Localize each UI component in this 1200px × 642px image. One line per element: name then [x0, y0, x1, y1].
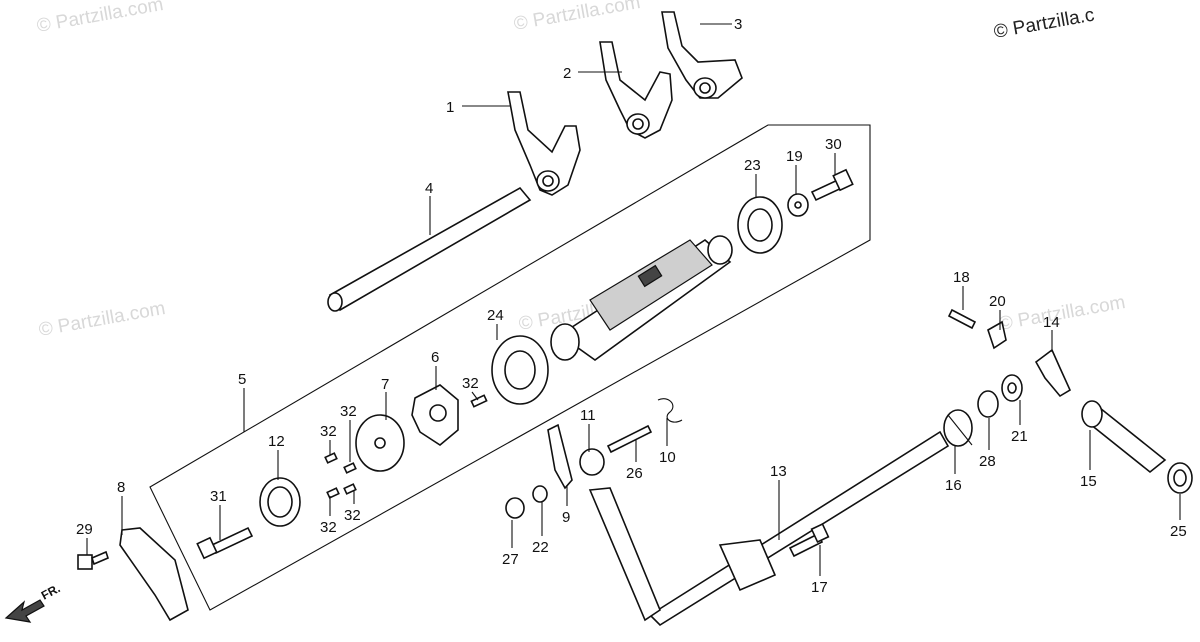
callout-3: 3 — [734, 16, 742, 33]
watermark-text: © Partzilla.com — [512, 0, 642, 35]
copyright-text: © Partzilla.c — [992, 5, 1096, 43]
callout-32: 32 — [344, 507, 361, 524]
bolt-18 — [947, 308, 977, 330]
callout-13: 13 — [770, 463, 787, 480]
callout-10: 10 — [659, 449, 676, 466]
shift-fork-2 — [599, 41, 673, 139]
front-direction-arrow: FR. — [4, 581, 63, 623]
callout-15: 15 — [1080, 473, 1097, 490]
direction-label: FR. — [39, 581, 63, 602]
callout-26: 26 — [626, 465, 643, 482]
assembly-outline — [149, 124, 871, 611]
callout-25: 25 — [1170, 523, 1187, 540]
callout-28: 28 — [979, 453, 996, 470]
callout-30: 30 — [825, 136, 842, 153]
callout-6: 6 — [431, 349, 439, 366]
callout-17: 17 — [811, 579, 828, 596]
shift-fork-1 — [507, 91, 581, 196]
washer-28 — [977, 390, 999, 418]
cam-12 — [259, 477, 301, 527]
stopper-arm-9 — [547, 423, 573, 490]
callout-11: 11 — [580, 407, 596, 424]
callout-27: 27 — [502, 551, 519, 568]
callout-32: 32 — [340, 403, 357, 420]
callout-31: 31 — [210, 488, 227, 505]
fork-shaft — [327, 186, 532, 312]
collar-11 — [579, 448, 605, 476]
bolt-30 — [810, 168, 854, 202]
washer-19 — [787, 193, 809, 217]
callout-2: 2 — [563, 65, 571, 82]
watermark-text: © Partzilla.com — [37, 298, 167, 341]
callout-24: 24 — [487, 307, 504, 324]
nut-27 — [505, 497, 525, 519]
stopper-plate-8 — [119, 527, 189, 622]
shift-fork-3 — [661, 11, 743, 99]
callout-18: 18 — [953, 269, 970, 286]
bolt-29 — [77, 550, 109, 570]
callout-4: 4 — [425, 180, 433, 197]
callout-9: 9 — [562, 509, 570, 526]
plate-7 — [355, 414, 405, 472]
stud-26 — [606, 424, 653, 454]
bearing-24 — [491, 335, 549, 405]
callouts: 1 2 3 4 5 6 7 8 9 10 11 12 13 14 15 16 1… — [76, 16, 1187, 596]
bolt-17 — [788, 523, 830, 558]
callout-22: 22 — [532, 539, 549, 556]
watermark-text: © Partzilla.com — [35, 0, 165, 37]
shift-cam-6 — [411, 384, 459, 446]
washer-22 — [532, 485, 548, 503]
callout-12: 12 — [268, 433, 285, 450]
callout-5: 5 — [238, 371, 246, 388]
spring-10 — [657, 398, 683, 423]
lever-14 — [1034, 348, 1072, 398]
seal-25 — [1167, 462, 1193, 494]
callout-19: 19 — [786, 148, 803, 165]
watermark-text: © Partzilla.com — [997, 292, 1127, 335]
clip-20 — [987, 320, 1007, 350]
spring-16 — [943, 409, 973, 447]
callout-14: 14 — [1043, 314, 1060, 331]
bearing-23 — [737, 196, 783, 254]
washer-21 — [1001, 374, 1023, 402]
gearshift-spindle-13 — [588, 430, 950, 627]
bolt-31 — [196, 526, 254, 560]
callout-1: 1 — [446, 99, 454, 116]
shaft-15 — [1081, 400, 1167, 474]
callout-8: 8 — [117, 479, 125, 496]
callout-32: 32 — [462, 375, 479, 392]
callout-20: 20 — [989, 293, 1006, 310]
dowel-pins — [324, 394, 488, 499]
callout-32: 32 — [320, 423, 337, 440]
callout-23: 23 — [744, 157, 761, 174]
callout-7: 7 — [381, 376, 389, 393]
callout-21: 21 — [1011, 428, 1028, 445]
leader-lines — [86, 23, 1181, 576]
shift-drum — [550, 235, 733, 361]
callout-32: 32 — [320, 519, 337, 536]
callout-29: 29 — [76, 521, 93, 538]
callout-16: 16 — [945, 477, 962, 494]
